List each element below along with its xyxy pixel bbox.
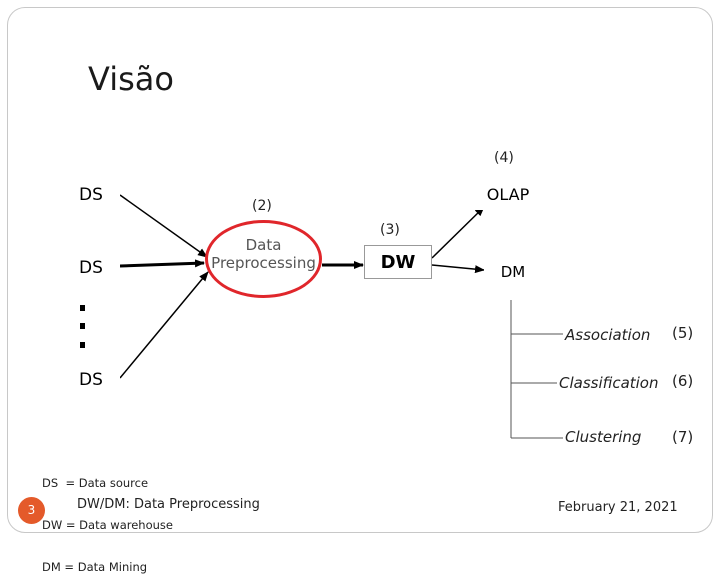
preprocessing-label-line: Data xyxy=(245,236,282,254)
legend-line: DS = Data source xyxy=(42,476,149,490)
data-source-box: DS xyxy=(62,180,120,210)
footer-date: February 21, 2021 xyxy=(558,500,678,515)
preprocessing-label-line: Preprocessing xyxy=(211,254,316,272)
arrow-dw-to-olap xyxy=(431,206,485,259)
dm-task-classification: Classification xyxy=(559,374,659,392)
olap-box: OLAP xyxy=(476,180,540,210)
arrow-ds2-to-preprocessing xyxy=(119,259,205,268)
ellipsis-dot xyxy=(80,305,85,311)
data-source-box: DS xyxy=(62,253,120,283)
data-warehouse-box: DW xyxy=(364,245,432,279)
page-title: Visão xyxy=(88,60,174,98)
legend-line: DM = Data Mining xyxy=(42,560,148,574)
ellipsis-dot xyxy=(80,323,85,329)
legend-line: DW = Data warehouse xyxy=(42,518,173,532)
data-source-box: DS xyxy=(62,365,120,395)
diagram-connectors xyxy=(119,194,563,439)
dm-task-clustering: Clustering xyxy=(565,428,642,446)
data-mining-box: DM xyxy=(484,257,542,287)
step-label-olap: (4) xyxy=(494,150,514,166)
dm-task-number: (5) xyxy=(672,324,694,342)
preprocessing-label: Data Preprocessing xyxy=(200,236,327,272)
abbreviation-legend: DS = Data source DW = Data warehouse DM … xyxy=(42,448,173,588)
footer-title: DW/DM: Data Preprocessing xyxy=(77,497,260,512)
arrow-ds3-to-preprocessing xyxy=(119,271,209,379)
preprocessing-ellipse xyxy=(205,220,322,298)
step-label-preprocessing: (2) xyxy=(252,198,272,214)
arrow-dw-to-dm xyxy=(431,264,485,274)
arrow-ds1-to-preprocessing xyxy=(119,194,208,258)
dm-task-association: Association xyxy=(565,326,651,344)
ellipsis-dot xyxy=(80,342,85,348)
page-number-badge: 3 xyxy=(18,497,45,524)
dm-task-number: (7) xyxy=(672,428,694,446)
step-label-warehouse: (3) xyxy=(380,222,400,238)
slide-frame xyxy=(7,7,713,533)
dm-task-number: (6) xyxy=(672,372,694,390)
